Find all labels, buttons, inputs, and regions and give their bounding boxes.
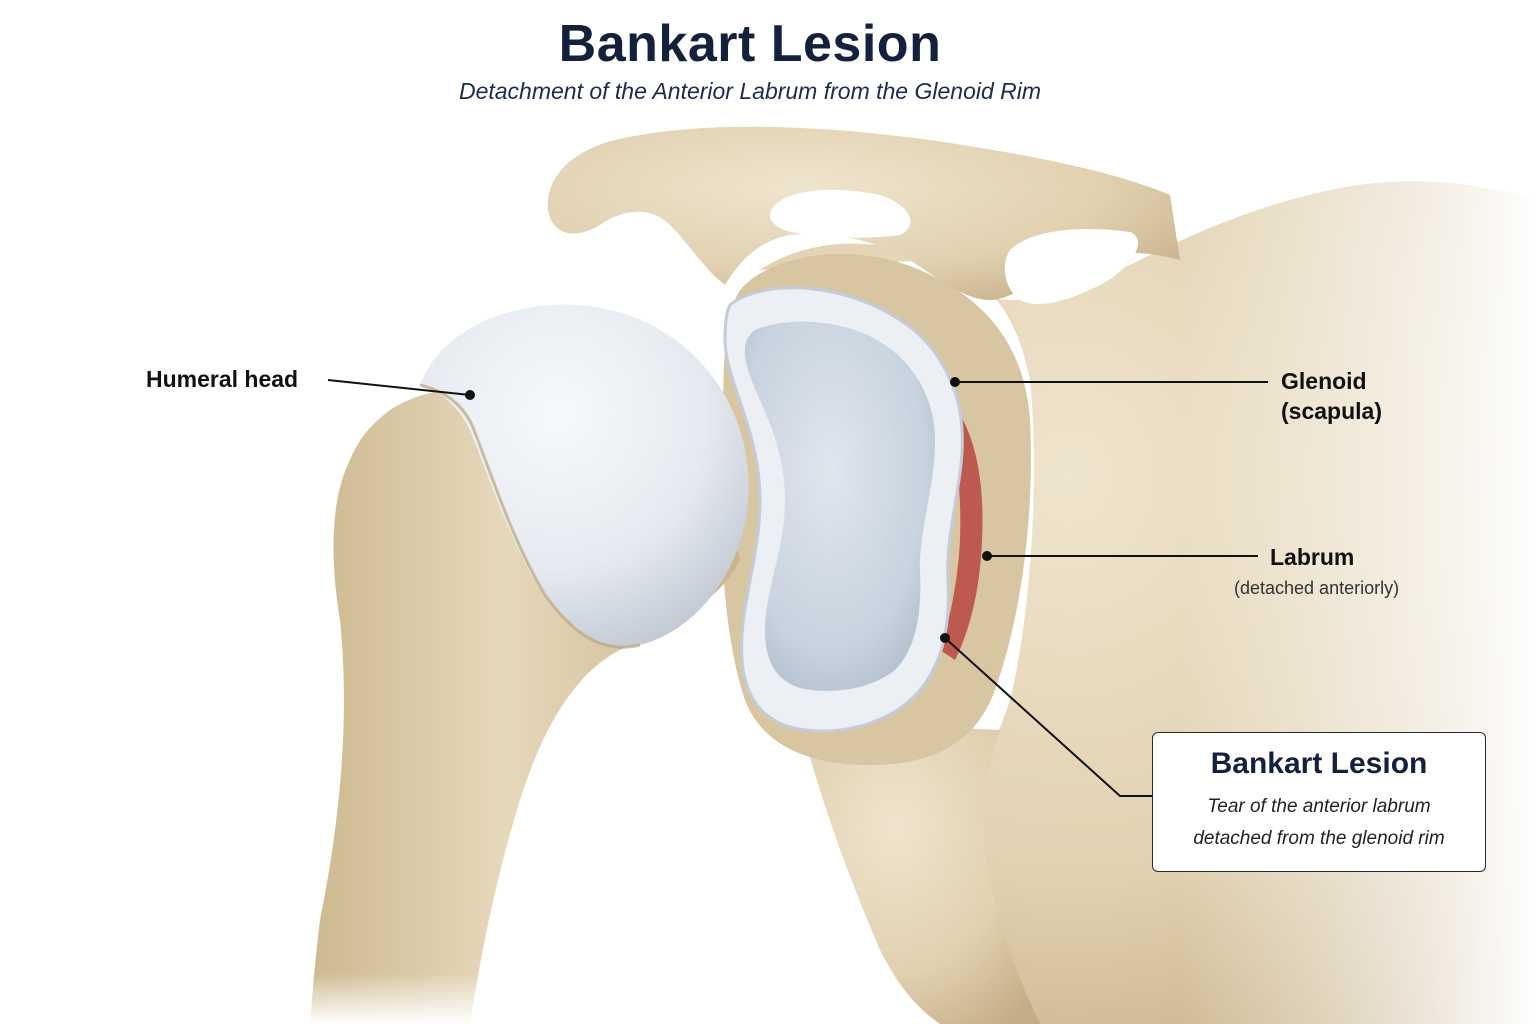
arch-opening-right bbox=[1004, 229, 1139, 305]
dot-glenoid bbox=[950, 377, 960, 387]
label-glenoid-line2: (scapula) bbox=[1281, 398, 1382, 424]
leader-humeral-head bbox=[327, 379, 471, 396]
right-fade bbox=[1180, 150, 1536, 1024]
bottom-fade bbox=[250, 820, 650, 1024]
bankart-callout-box: Bankart Lesion Tear of the anterior labr… bbox=[1152, 732, 1486, 872]
head-neck-junction bbox=[419, 383, 641, 649]
dot-humeral-head bbox=[465, 390, 475, 400]
label-humeral-head: Humeral head bbox=[146, 366, 299, 392]
callout-title: Bankart Lesion bbox=[1210, 747, 1428, 780]
label-labrum-note: (detached anteriorly) bbox=[1234, 578, 1400, 598]
callout-desc-line1: Tear of the anterior labrum bbox=[1207, 796, 1431, 817]
callout-desc-line2: detached from the glenoid rim bbox=[1193, 828, 1445, 849]
page-title: Bankart Lesion bbox=[558, 15, 942, 73]
label-glenoid-line1: Glenoid bbox=[1281, 368, 1367, 394]
humeral-head bbox=[420, 304, 749, 648]
scapular-neck bbox=[800, 720, 1040, 1024]
leader-bankart bbox=[944, 637, 1152, 797]
glenoid-cartilage bbox=[744, 321, 935, 691]
arch-opening-left bbox=[770, 189, 911, 238]
page-subtitle: Detachment of the Anterior Labrum from t… bbox=[458, 78, 1042, 104]
dot-labrum bbox=[982, 551, 992, 561]
labral-tear bbox=[938, 400, 983, 660]
callout-description: Tear of the anterior labrum detached fro… bbox=[1153, 791, 1485, 855]
label-labrum: Labrum bbox=[1270, 544, 1355, 570]
dot-bankart bbox=[940, 633, 950, 643]
label-glenoid: Glenoid (scapula) bbox=[1281, 366, 1382, 426]
